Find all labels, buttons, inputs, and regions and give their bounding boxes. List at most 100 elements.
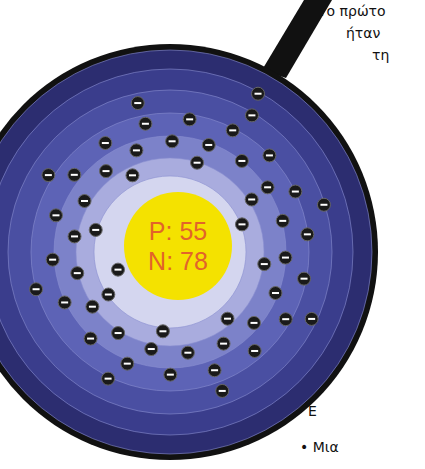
minus-sign — [184, 352, 191, 354]
electron — [261, 181, 274, 194]
electron — [276, 214, 289, 227]
cropped-text: τη — [372, 46, 389, 64]
minus-sign — [115, 269, 122, 271]
minus-sign — [264, 186, 271, 188]
minus-sign — [251, 350, 258, 352]
electron — [164, 368, 177, 381]
electron — [208, 364, 221, 377]
electron — [156, 325, 169, 338]
minus-sign — [159, 330, 166, 332]
electron-shells — [0, 44, 378, 460]
electron — [71, 267, 84, 280]
minus-sign — [238, 223, 245, 225]
nucleus-count: P: 55 — [149, 216, 207, 246]
minus-sign — [219, 390, 226, 392]
shell-band — [94, 176, 246, 328]
electron — [68, 168, 81, 181]
minus-sign — [71, 174, 78, 176]
minus-sign — [282, 318, 289, 320]
minus-sign — [103, 170, 110, 172]
minus-sign — [282, 257, 289, 259]
electron — [252, 87, 265, 100]
electron — [145, 343, 158, 356]
electron — [263, 149, 276, 162]
electron — [130, 144, 143, 157]
electron — [166, 135, 179, 148]
minus-sign — [248, 198, 255, 200]
nucleus-circle: P: 55N: 78 — [124, 192, 232, 300]
minus-sign — [81, 200, 88, 202]
minus-sign — [320, 204, 327, 206]
shell-band — [0, 69, 353, 435]
electron — [221, 312, 234, 325]
minus-sign — [248, 114, 255, 116]
minus-sign — [255, 93, 262, 95]
electron — [279, 313, 292, 326]
electron — [49, 209, 62, 222]
electron — [100, 165, 113, 178]
electron — [305, 312, 318, 325]
minus-sign — [134, 102, 141, 104]
minus-sign — [148, 348, 155, 350]
electron — [86, 300, 99, 313]
minus-sign — [52, 214, 59, 216]
minus-sign — [133, 149, 140, 151]
minus-sign — [205, 144, 212, 146]
minus-sign — [105, 294, 112, 296]
minus-sign — [33, 288, 40, 290]
electron — [102, 372, 115, 385]
minus-sign — [261, 263, 268, 265]
minus-sign — [169, 140, 176, 142]
minus-sign — [105, 378, 112, 380]
electron — [46, 253, 59, 266]
electron — [139, 117, 152, 130]
electron — [216, 384, 229, 397]
electron — [99, 137, 112, 150]
minus-sign — [229, 129, 236, 131]
electron — [121, 357, 134, 370]
minus-sign — [49, 259, 56, 261]
electron — [235, 218, 248, 231]
minus-sign — [186, 118, 193, 120]
minus-sign — [71, 235, 78, 237]
electron — [258, 258, 271, 271]
shell-band — [31, 113, 309, 391]
minus-sign — [279, 220, 286, 222]
minus-sign — [87, 338, 94, 340]
electron — [248, 344, 261, 357]
shell-band — [0, 50, 372, 454]
electron — [289, 185, 302, 198]
minus-sign — [266, 154, 273, 156]
electron — [245, 193, 258, 206]
electron — [68, 230, 81, 243]
minus-sign — [224, 318, 231, 320]
minus-sign — [89, 306, 96, 308]
electron — [298, 272, 311, 285]
minus-sign — [102, 142, 109, 144]
electron — [181, 346, 194, 359]
minus-sign — [61, 301, 68, 303]
electron — [301, 228, 314, 241]
electron — [317, 198, 330, 211]
electron — [183, 113, 196, 126]
shell-band — [76, 158, 264, 346]
minus-sign — [250, 322, 257, 324]
shell-band — [54, 136, 286, 368]
minus-sign — [220, 343, 227, 345]
electrons — [30, 87, 331, 397]
electron — [102, 288, 115, 301]
minus-sign — [211, 369, 218, 371]
minus-sign — [167, 374, 174, 376]
electron — [226, 124, 239, 137]
minus-sign — [194, 162, 201, 164]
electron — [112, 263, 125, 276]
electron — [112, 327, 125, 340]
minus-sign — [292, 191, 299, 193]
minus-sign — [129, 174, 136, 176]
minus-sign — [45, 174, 52, 176]
minus-sign — [308, 318, 315, 320]
electron — [269, 287, 282, 300]
cropped-text: • Μια — [300, 438, 339, 456]
electron — [235, 154, 248, 167]
